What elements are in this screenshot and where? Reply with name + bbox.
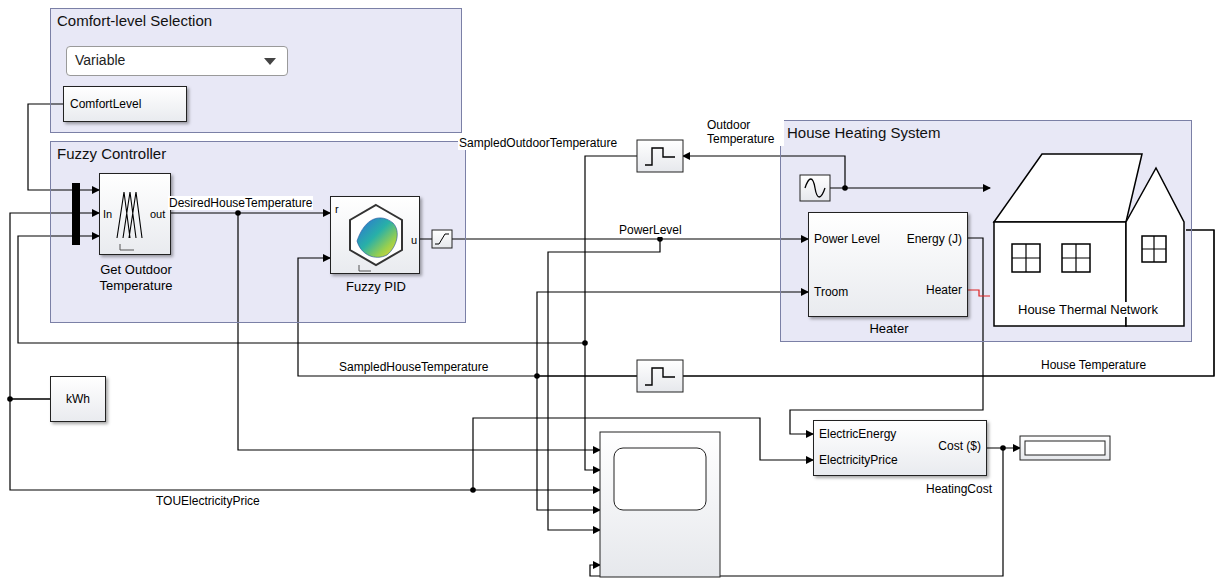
sine-source — [800, 175, 830, 201]
port-label: Cost ($) — [938, 439, 981, 454]
port-label: Energy (J) — [907, 232, 962, 247]
kwh-block: kWh — [50, 376, 106, 422]
mux-bar — [72, 183, 80, 245]
fuzzy-pid-block: ruFuzzy PID — [330, 196, 420, 274]
signal-name: SampledHouseTemperature — [338, 360, 489, 374]
port-label: Power Level — [814, 232, 880, 247]
zero-order-hold — [637, 360, 683, 392]
panel-title: Fuzzy Controller — [57, 145, 166, 163]
port-label: Troom — [814, 285, 848, 300]
port-label: Variable — [75, 52, 125, 69]
signal-name: DesiredHouseTemperature — [168, 196, 313, 210]
signal-name: TOUElectricityPrice — [155, 494, 261, 508]
signal-name: House Temperature — [1040, 358, 1147, 372]
house-block: House Thermal Network — [990, 150, 1186, 328]
group-panel: Fuzzy ControllerIn outGet Outdoor Tempera… — [50, 141, 466, 323]
port-label: Heater — [926, 283, 962, 298]
signal-name: Outdoor Temperature — [706, 118, 784, 146]
panel-title: Comfort-level Selection — [57, 12, 212, 30]
signal-name: PowerLevel — [618, 223, 683, 237]
block-caption: House Thermal Network — [1016, 302, 1160, 317]
block-caption: Heater — [809, 321, 969, 337]
group-panel: Comfort-level SelectionVariableComfortLe… — [50, 8, 462, 133]
signal-line — [171, 212, 330, 213]
port-label: r — [335, 202, 339, 217]
saturation-block — [432, 230, 452, 248]
constant-block: ComfortLevel — [63, 86, 187, 122]
signal-name: HeatingCost — [925, 482, 993, 496]
port-label: ElectricEnergy — [819, 427, 896, 442]
panel-title: House Heating System — [787, 124, 940, 142]
dropdown-menu: Variable — [66, 46, 288, 76]
block-caption: Fuzzy PID — [321, 279, 431, 295]
port-label: In — [103, 207, 112, 222]
fuzzy-logic-block: InoutGet Outdoor Temperature — [99, 173, 171, 255]
zero-order-hold — [637, 140, 683, 172]
cost-block: ElectricEnergyElectricityPrice Cost ($) — [813, 420, 987, 476]
signal-line — [10, 213, 99, 399]
signal-name: SampledOutdoorTemperature — [458, 136, 618, 150]
display-block — [1020, 436, 1110, 460]
block-caption: Get Outdoor Temperature — [66, 262, 206, 294]
signal-line — [298, 230, 1214, 376]
signal-line — [420, 238, 808, 239]
port-label: u — [411, 233, 417, 248]
group-panel: House Heating SystemPower Level Energy (J… — [780, 120, 1192, 342]
heater-block: Power LevelEnergy (J)TroomHeaterHeater — [808, 212, 968, 317]
port-label: kWh — [66, 392, 90, 407]
port-label: ComfortLevel — [70, 97, 141, 112]
signal-line — [968, 290, 990, 296]
port-label: ElectricityPrice — [819, 453, 898, 468]
port-label: out — [150, 207, 165, 222]
scope-block — [600, 432, 720, 577]
